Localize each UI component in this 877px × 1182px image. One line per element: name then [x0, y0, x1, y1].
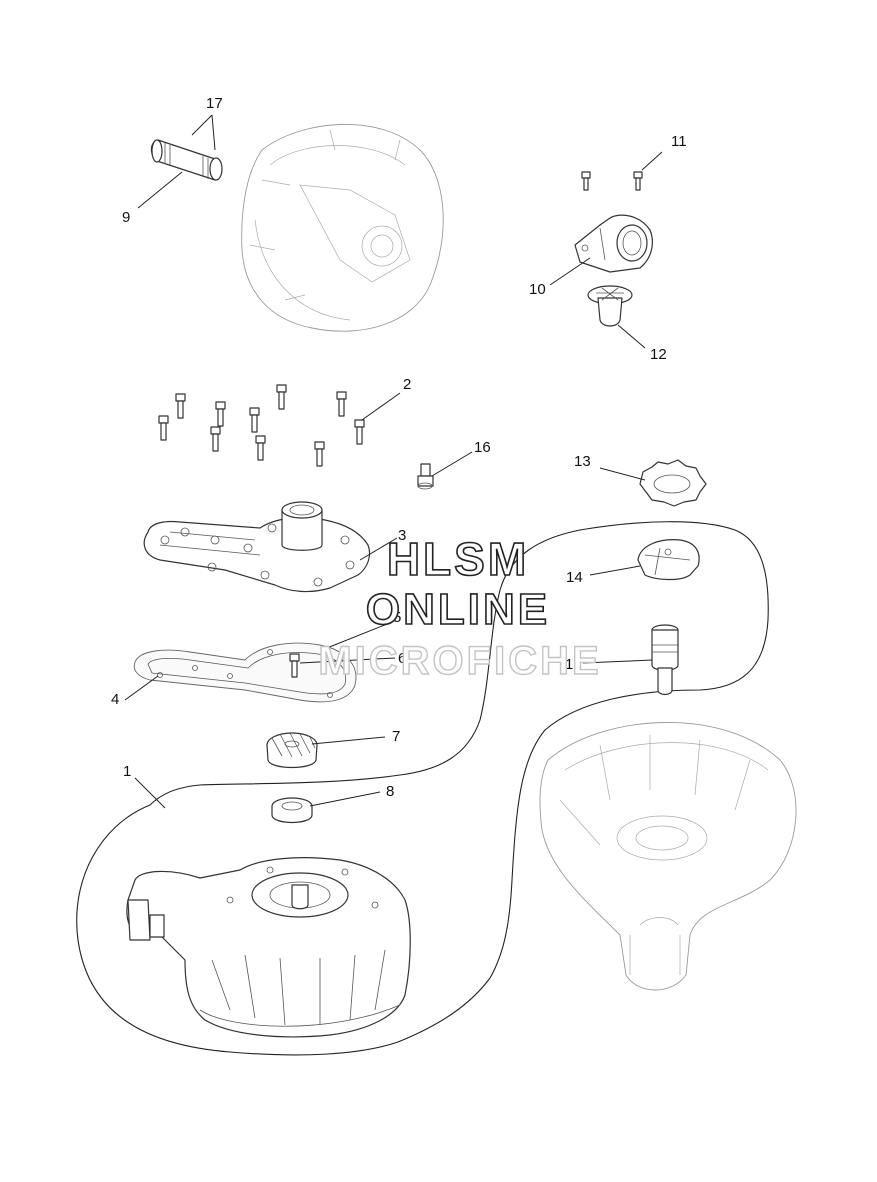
part-6-bolt	[289, 653, 300, 678]
callout-13: 13	[574, 453, 591, 470]
callout-11: 11	[671, 133, 687, 150]
leader-lines	[124, 114, 663, 809]
callout-15: 15	[565, 656, 582, 673]
assembly-boundary-line	[76, 521, 769, 1056]
part-2-bolts	[158, 384, 365, 467]
part-15-shaft-bearing	[651, 624, 679, 696]
part-8-seal	[271, 797, 313, 824]
ghost-transmission-housing-bottom	[539, 721, 797, 991]
callout-6: 6	[398, 650, 406, 667]
watermark-line-1: HLSM	[387, 533, 529, 585]
callout-16: 16	[474, 439, 491, 456]
watermark: HLSM ONLINE MICROFICHE	[318, 532, 601, 684]
watermark-line-2: ONLINE	[366, 585, 550, 634]
part-11-bolts	[581, 171, 643, 191]
callout-17: 17	[206, 95, 223, 112]
callout-9: 9	[122, 209, 130, 226]
callout-2: 2	[403, 376, 411, 393]
callout-8: 8	[386, 783, 394, 800]
callout-10: 10	[529, 281, 546, 298]
part-3-pump-cover	[143, 501, 371, 593]
part-7-impeller	[266, 732, 318, 769]
callout-1: 1	[123, 763, 131, 780]
part-13-lock-washer	[639, 459, 707, 507]
part-9-pipe	[150, 139, 223, 181]
callout-3: 3	[398, 527, 406, 544]
part-12-thermostat	[587, 285, 633, 327]
part-1-housing	[126, 857, 411, 1038]
callout-12: 12	[650, 346, 667, 363]
part-10-thermostat-housing	[574, 214, 653, 273]
callout-5: 5	[393, 609, 401, 626]
part-14-plate	[637, 539, 700, 581]
part-4-gasket	[133, 642, 357, 703]
callout-7: 7	[392, 728, 400, 745]
watermark-line-3: MICROFICHE	[318, 639, 601, 683]
callout-labels: 17 9 11 10 12 2 16 13 3 14 5 6 15 4 7 1 …	[111, 95, 687, 800]
callout-14: 14	[566, 569, 583, 586]
ghost-transmission-housing-top	[241, 124, 444, 332]
part-16-fitting	[417, 463, 434, 490]
callout-4: 4	[111, 691, 119, 708]
